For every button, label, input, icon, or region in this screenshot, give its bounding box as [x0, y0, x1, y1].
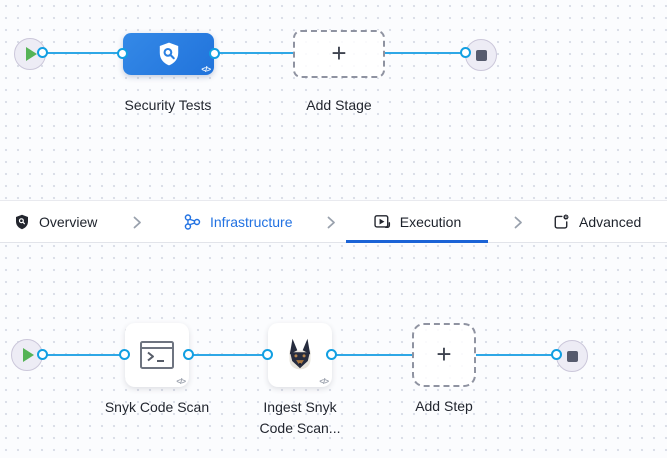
doberman-dog-icon: [289, 338, 311, 370]
connector-line: [384, 52, 466, 54]
tab-infrastructure[interactable]: Infrastructure: [183, 201, 292, 242]
connector-port[interactable]: [37, 349, 48, 360]
tab-advanced[interactable]: Advanced: [552, 201, 641, 242]
tab-label: Overview: [39, 213, 98, 230]
step-label: Snyk Code Scan: [104, 399, 210, 415]
connector-line: [476, 354, 557, 356]
add-stage-button[interactable]: +: [293, 30, 385, 78]
connector-line: [214, 52, 294, 54]
connector-port[interactable]: [183, 349, 194, 360]
advanced-settings-icon: [554, 213, 569, 229]
tab-execution[interactable]: Execution: [346, 201, 488, 243]
stage-label: Security Tests: [124, 97, 212, 113]
connector-line: [43, 354, 126, 356]
yaml-code-badge: </>: [201, 65, 211, 74]
connector-port[interactable]: [551, 349, 562, 360]
connector-port[interactable]: [119, 349, 130, 360]
tab-label: Infrastructure: [210, 213, 293, 230]
step-node-snyk-code-scan[interactable]: </>: [125, 323, 189, 387]
play-icon: [26, 47, 37, 61]
play-icon: [23, 348, 34, 362]
add-stage-label: Add Stage: [306, 97, 372, 113]
connector-port[interactable]: [460, 47, 471, 58]
infrastructure-icon: [184, 213, 201, 230]
active-tab-underline: [346, 240, 488, 243]
connector-port[interactable]: [326, 349, 337, 360]
execution-icon: [374, 214, 390, 228]
yaml-code-badge: </>: [319, 377, 329, 386]
connector-line: [189, 354, 269, 356]
tab-label: Execution: [399, 213, 462, 230]
stop-icon: [475, 49, 487, 61]
connector-port[interactable]: [262, 349, 273, 360]
chevron-right-icon: [514, 216, 522, 229]
stop-icon: [566, 350, 578, 362]
chevron-right-icon: [327, 216, 335, 229]
add-step-button[interactable]: +: [412, 323, 476, 387]
connector-port[interactable]: [117, 48, 128, 59]
plus-icon: +: [331, 38, 347, 68]
terminal-icon: [140, 341, 174, 369]
chevron-right-icon: [133, 216, 141, 229]
connector-line: [42, 52, 124, 54]
connector-port[interactable]: [209, 48, 220, 59]
stage-node-security-tests[interactable]: </>: [123, 33, 214, 75]
tab-overview[interactable]: Overview: [14, 201, 97, 242]
yaml-code-badge: </>: [176, 377, 186, 386]
overview-shield-icon: [16, 214, 28, 229]
step-label: Ingest Snyk Code Scan...: [259, 399, 341, 436]
connector-line: [332, 354, 413, 356]
stage-config-tabbar: Overview Infrastructure: [0, 200, 667, 243]
tab-label: Advanced: [579, 213, 642, 230]
step-node-ingest-snyk[interactable]: </>: [268, 323, 332, 387]
connector-port[interactable]: [37, 47, 48, 58]
add-step-label: Add Step: [415, 398, 473, 414]
plus-icon: +: [436, 339, 452, 369]
security-shield-icon: [159, 42, 178, 66]
